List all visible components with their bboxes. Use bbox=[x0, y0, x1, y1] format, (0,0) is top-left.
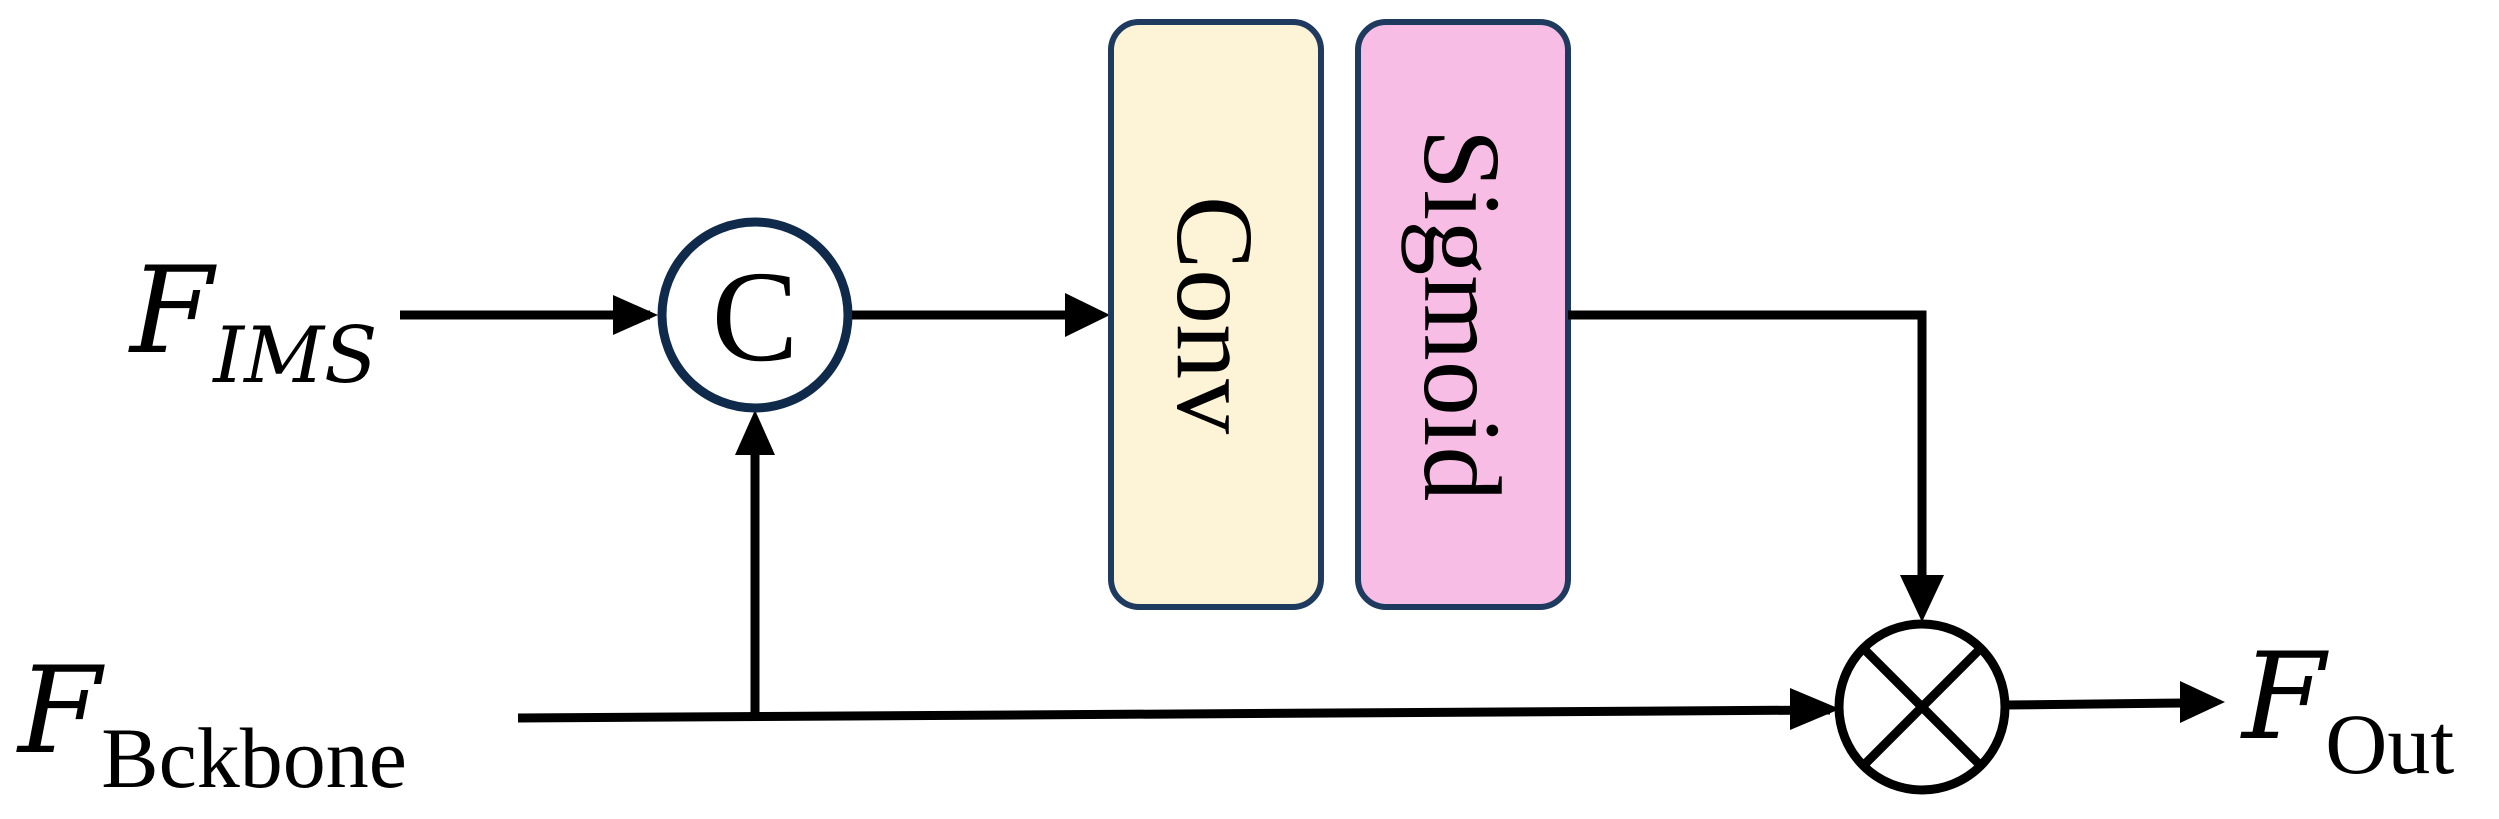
conv-label: Conv bbox=[1154, 196, 1276, 434]
arrowhead-sigmoid-to-multiply bbox=[1900, 575, 1944, 622]
edge-sigmoid-to-multiply bbox=[1568, 310, 1927, 580]
circled-times-icon bbox=[1834, 619, 2010, 795]
arrowhead-backbone-to-concat bbox=[735, 410, 775, 455]
arrowhead-backbone-to-multiply bbox=[1790, 688, 1840, 730]
input-label-ims: FIMS bbox=[128, 242, 377, 401]
sigmoid-label: Sigmoid bbox=[1401, 129, 1523, 502]
concat-node bbox=[657, 217, 853, 413]
conv-block bbox=[1108, 19, 1324, 610]
concat-label: C bbox=[712, 245, 799, 389]
arrowhead-ims-to-concat bbox=[613, 295, 658, 335]
edge-backbone-main bbox=[517, 705, 1831, 723]
arrowhead-concat-to-conv bbox=[1065, 293, 1110, 337]
arrowhead-multiply-to-output bbox=[2180, 681, 2225, 723]
edge-multiply-to-output bbox=[2004, 698, 2186, 710]
input-label-backbone: FBckbone bbox=[16, 642, 407, 806]
output-label: FOut bbox=[2240, 628, 2454, 792]
